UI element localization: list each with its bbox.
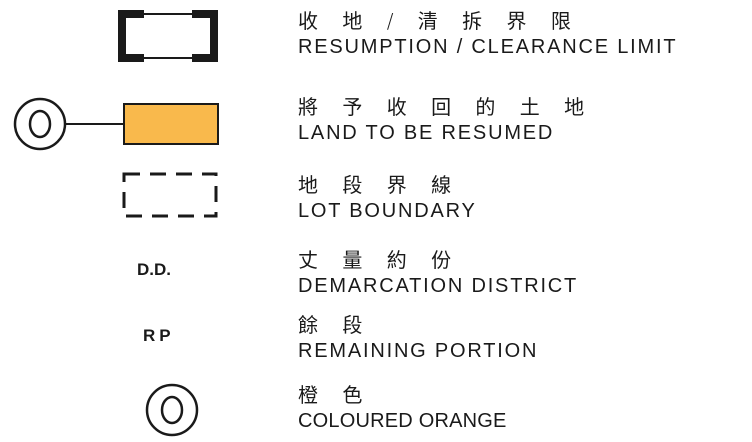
label-en: LOT BOUNDARY bbox=[298, 200, 477, 222]
label-zh: 將 予 收 回 的 土 地 bbox=[298, 95, 594, 119]
circled-o-icon bbox=[145, 383, 199, 437]
land-to-be-resumed-icon bbox=[13, 97, 219, 151]
label-en: DEMARCATION DISTRICT bbox=[298, 275, 579, 297]
legend-item-coloured-orange: 橙 色 COLOURED ORANGE bbox=[298, 383, 507, 433]
label-zh: 收 地 / 清 拆 界 限 bbox=[298, 9, 580, 33]
legend-item-demarcation-district: 丈 量 約 份 DEMARCATION DISTRICT bbox=[298, 248, 578, 298]
legend-item-lot-boundary: 地 段 界 線 LOT BOUNDARY bbox=[298, 173, 477, 223]
rp-abbreviation: RP bbox=[143, 326, 175, 345]
legend-item-land-to-be-resumed: 將 予 收 回 的 土 地 LAND TO BE RESUMED bbox=[298, 95, 593, 145]
legend-item-remaining-portion: 餘 段 REMAINING PORTION bbox=[298, 313, 538, 363]
label-zh: 餘 段 bbox=[298, 313, 372, 337]
label-zh: 橙 色 bbox=[298, 383, 372, 407]
label-en: LAND TO BE RESUMED bbox=[298, 122, 555, 144]
label-en: COLOURED ORANGE bbox=[298, 410, 507, 432]
lot-boundary-icon bbox=[122, 172, 218, 218]
label-zh: 丈 量 約 份 bbox=[298, 248, 461, 272]
label-en: RESUMPTION / CLEARANCE LIMIT bbox=[298, 36, 678, 58]
label-zh: 地 段 界 線 bbox=[298, 173, 461, 197]
dd-abbreviation: D.D. bbox=[137, 260, 171, 279]
label-en: REMAINING PORTION bbox=[298, 340, 539, 362]
resumption-limit-icon bbox=[118, 10, 218, 62]
legend-item-resumption-limit: 收 地 / 清 拆 界 限 RESUMPTION / CLEARANCE LIM… bbox=[298, 9, 677, 59]
